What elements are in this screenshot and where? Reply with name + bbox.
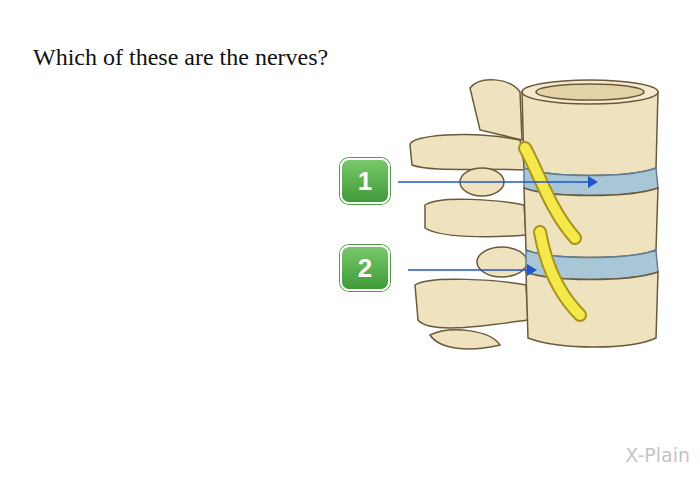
transverse-process: [425, 199, 526, 237]
vertebral-body: [526, 272, 658, 347]
arrow-head: [588, 176, 598, 188]
callout-box: 2: [340, 245, 390, 291]
vertebral-top: [522, 80, 658, 104]
nerve-outline: [525, 148, 575, 238]
leader-arrow: [408, 269, 527, 271]
nerve: [525, 148, 575, 238]
transverse-process: [410, 135, 525, 170]
leader-arrow: [398, 181, 588, 183]
vertebral-canal: [536, 84, 644, 100]
facet-joint: [470, 80, 522, 140]
transverse-process: [415, 279, 528, 328]
facet-joint: [477, 247, 527, 277]
callout-number: 1: [358, 166, 372, 197]
arrow-head: [527, 264, 537, 276]
nerve-outline: [540, 232, 580, 315]
spinous-process: [430, 330, 500, 349]
callout-box: 1: [340, 158, 390, 204]
nerve: [540, 232, 580, 315]
title-text: Which of these are the nerves?: [33, 44, 328, 71]
watermark: X-Plain: [625, 444, 690, 466]
callout-number: 2: [358, 253, 372, 284]
